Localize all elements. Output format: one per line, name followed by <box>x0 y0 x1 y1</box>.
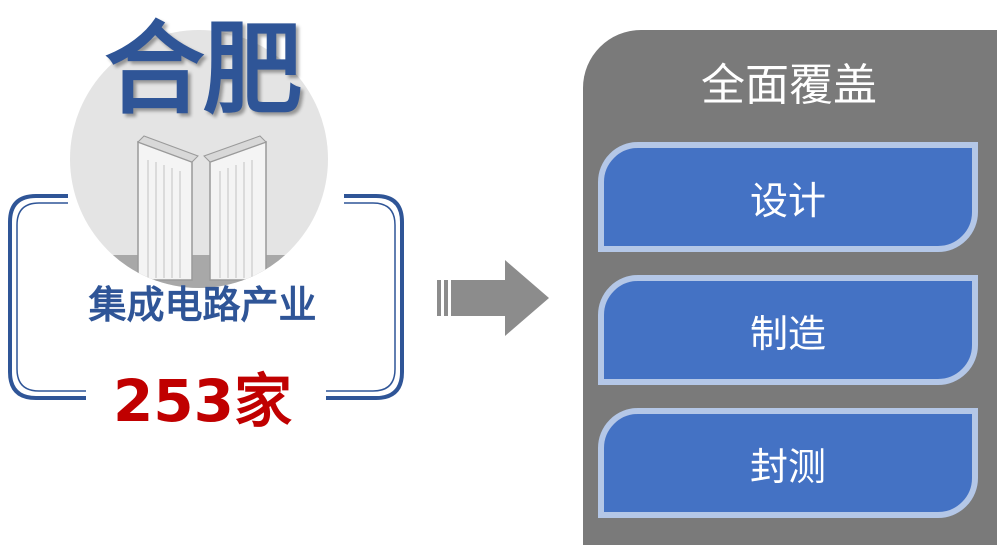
stage-label: 设计 <box>749 178 826 223</box>
stage-label: 封测 <box>749 444 826 489</box>
city-title: 合肥 <box>104 11 303 128</box>
company-count: 253家 <box>112 367 293 435</box>
city-skyline-image <box>70 30 328 288</box>
stage-label: 制造 <box>749 311 826 356</box>
right-arrow-icon <box>437 258 551 342</box>
stage-manufacturing: 制造 <box>598 275 978 385</box>
industry-label: 集成电路产业 <box>88 283 317 327</box>
stage-packaging-testing: 封测 <box>598 408 978 518</box>
industry-frame <box>6 192 406 404</box>
coverage-title: 全面覆盖 <box>701 60 877 111</box>
stage-design: 设计 <box>598 142 978 252</box>
